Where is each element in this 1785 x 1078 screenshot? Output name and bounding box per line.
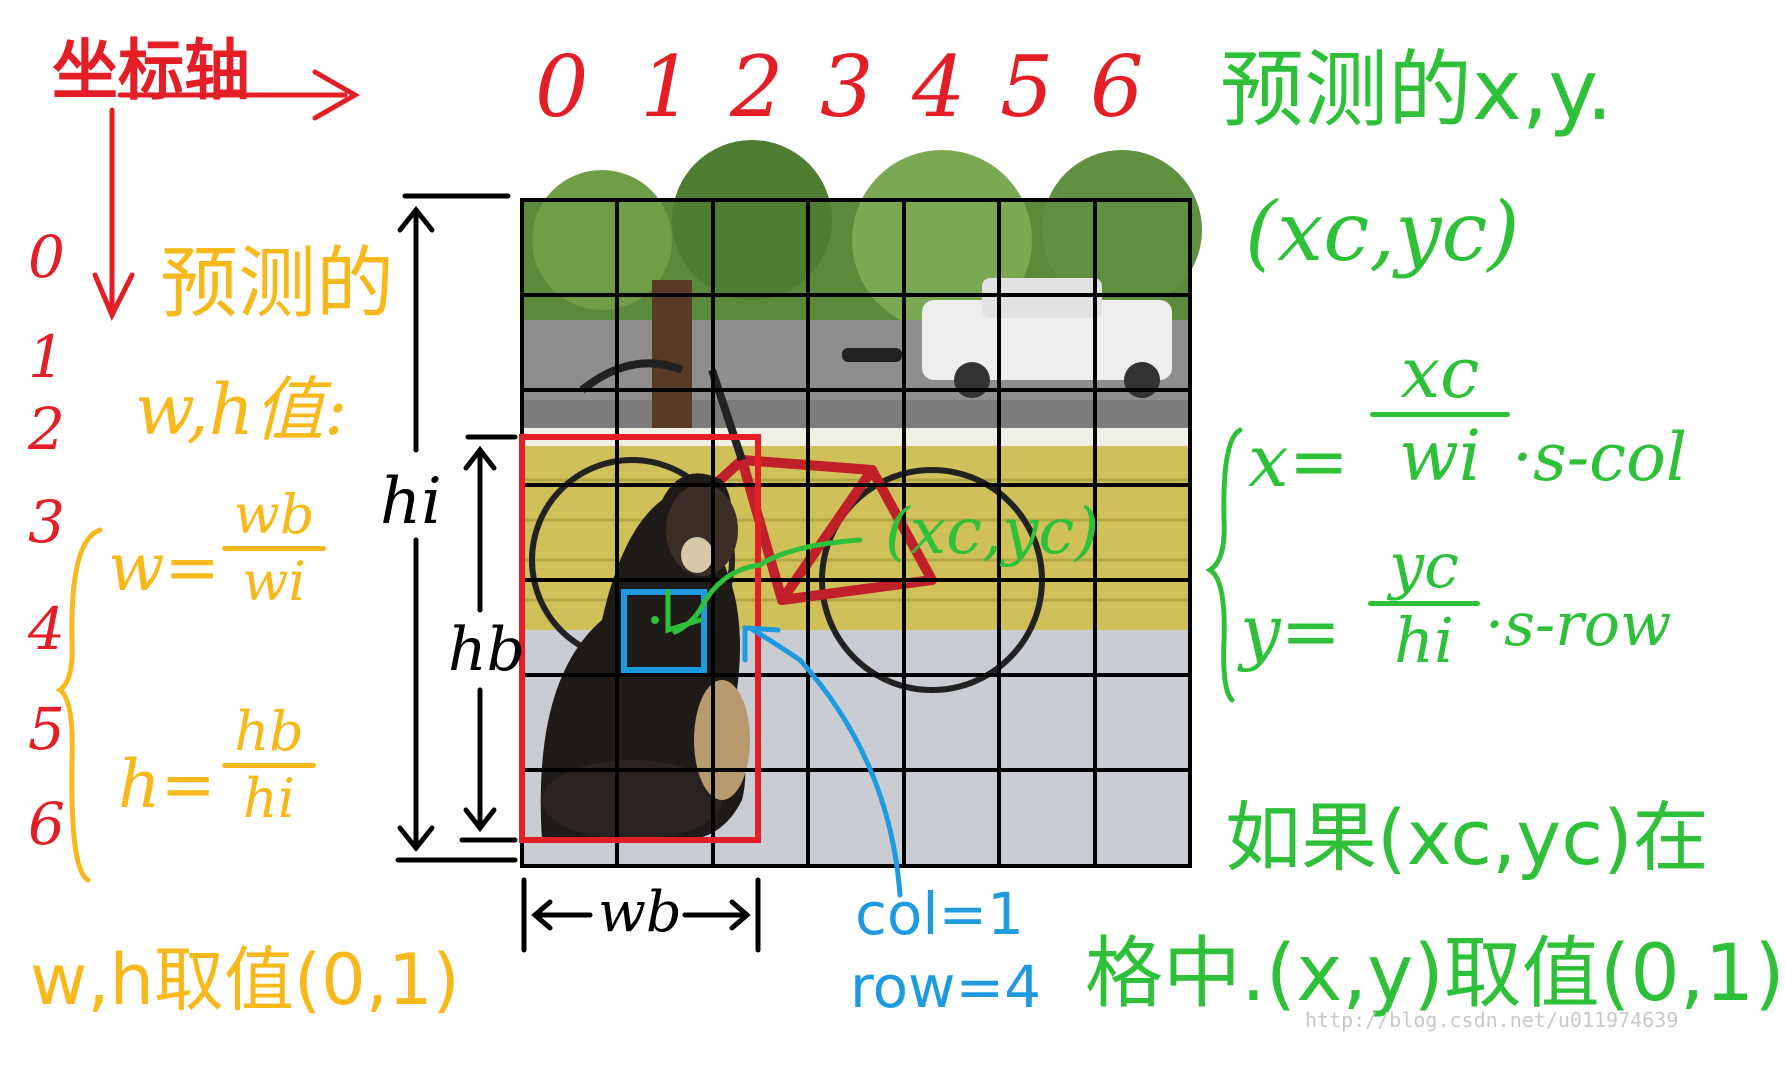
- y-tick-3: 3: [28, 488, 65, 556]
- hi-label: hi: [380, 465, 442, 539]
- y-fraction-bar: [1368, 601, 1480, 606]
- note-line2: 格中.(x,y)取值(0,1): [1085, 929, 1785, 1019]
- annotation-layer: [395, 193, 1192, 953]
- y-denominator: hi: [1394, 604, 1454, 677]
- y-tick-2: 2: [28, 395, 65, 463]
- y-tick-5: 5: [28, 695, 65, 763]
- h-formula-lhs: h=: [118, 746, 216, 823]
- y-formula-fraction: yc hi: [1368, 535, 1480, 672]
- h-formula-fraction: hb hi: [222, 705, 316, 826]
- w-fraction-bar: [222, 546, 326, 551]
- left-title-line2: w,h值:: [135, 369, 348, 451]
- wb-label: wb: [598, 880, 682, 945]
- row-label: row=4: [850, 953, 1041, 1021]
- w-formula-lhs: w=: [108, 529, 220, 606]
- y-axis-arrow: [92, 107, 135, 321]
- y-tick-0: 0: [28, 223, 65, 291]
- wh-range-note: w,h取值(0,1): [30, 939, 460, 1021]
- axis-arrows: [92, 69, 361, 321]
- left-brace: [55, 527, 103, 883]
- x-formula-fraction: xc wi: [1370, 338, 1510, 491]
- hb-dimension: [459, 434, 518, 843]
- hb-label: hb: [448, 615, 526, 685]
- responsible-cell: [621, 589, 707, 673]
- center-point: [651, 616, 659, 624]
- watermark: http://blog.csdn.net/u011974639: [1305, 1008, 1679, 1032]
- wb-dimension: [521, 877, 761, 953]
- y-numerator: yc: [1389, 529, 1459, 602]
- h-fraction-bar: [222, 763, 316, 768]
- x-tick-1: 1: [640, 38, 694, 136]
- grid-7x7: [520, 198, 1192, 868]
- x-fraction-bar: [1370, 412, 1510, 417]
- right-title-line2: (xc,yc): [1245, 185, 1520, 280]
- x-formula-lhs: x=: [1248, 419, 1349, 503]
- x-tick-2: 2: [730, 38, 784, 136]
- x-tick-6: 6: [1090, 38, 1144, 136]
- y-tick-1: 1: [28, 323, 65, 391]
- w-denominator: wi: [242, 550, 306, 613]
- center-arrow: [665, 537, 863, 635]
- x-tick-3: 3: [820, 38, 874, 136]
- dog-bounding-box: [519, 434, 761, 843]
- y-tick-6: 6: [28, 790, 65, 858]
- cell-arrow: [742, 625, 903, 898]
- x-tick-5: 5: [1000, 38, 1054, 136]
- x-axis-arrow: [117, 69, 361, 121]
- x-tick-4: 4: [912, 38, 966, 136]
- note-line1: 如果(xc,yc)在: [1225, 793, 1709, 882]
- center-label: (xc,yc): [885, 495, 1100, 569]
- hi-dimension: [395, 193, 518, 863]
- y-formula-rhs: ·s-row: [1485, 590, 1672, 660]
- w-formula-fraction: wb wi: [222, 488, 326, 609]
- right-title-line1: 预测的x,y.: [1220, 41, 1613, 139]
- x-denominator: wi: [1398, 415, 1482, 497]
- w-numerator: wb: [233, 483, 315, 546]
- left-title-line1: 预测的: [160, 239, 395, 329]
- x-numerator: xc: [1400, 332, 1480, 414]
- x-tick-0: 0: [535, 38, 589, 136]
- right-brace: [1205, 427, 1243, 703]
- h-numerator: hb: [234, 700, 304, 763]
- y-formula-lhs: y=: [1240, 589, 1342, 673]
- h-denominator: hi: [242, 767, 296, 830]
- col-label: col=1: [855, 880, 1024, 948]
- y-tick-4: 4: [28, 595, 65, 663]
- x-formula-rhs: ·s-col: [1512, 419, 1687, 496]
